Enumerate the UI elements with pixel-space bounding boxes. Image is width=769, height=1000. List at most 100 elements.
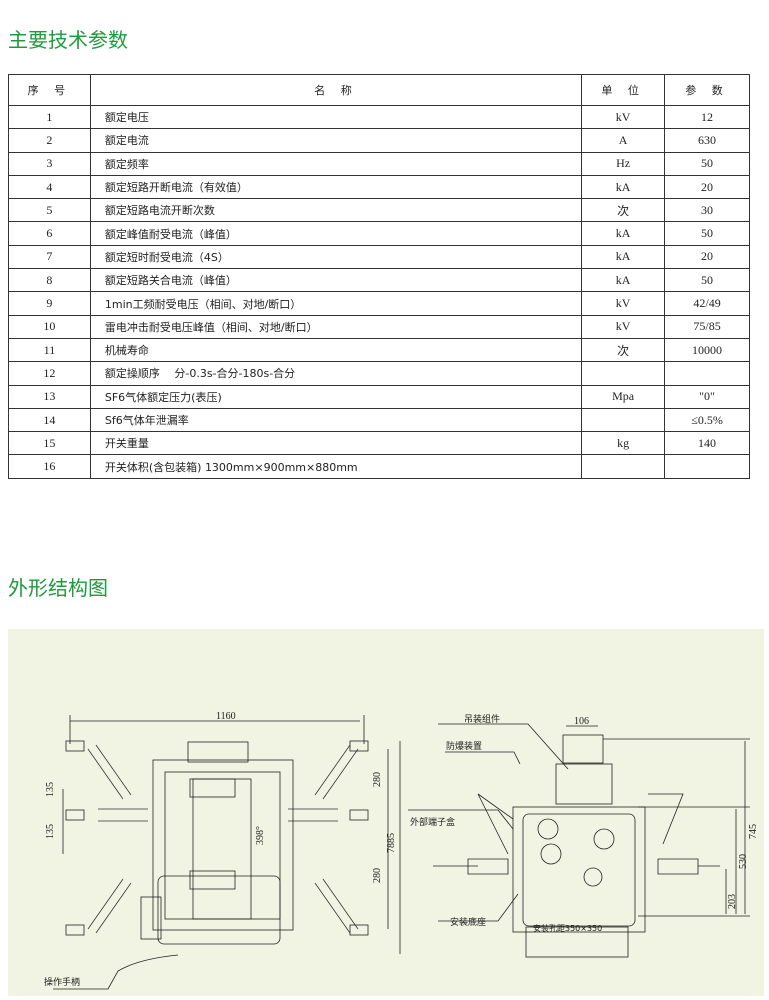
cell-name: 额定频率 <box>89 151 583 176</box>
cell-index: 6 <box>8 221 91 246</box>
cell-name: 雷电冲击耐受电压峰值（相间、对地/断口） <box>89 314 583 339</box>
cell-index: 13 <box>8 384 91 409</box>
cell-name: 额定短路开断电流（有效值） <box>89 174 583 200</box>
cell-unit: kg <box>581 431 666 456</box>
cell-index: 14 <box>8 407 91 433</box>
section-title-structure: 外形结构图 <box>8 576 108 600</box>
cell-unit <box>581 454 666 479</box>
cell-unit: 次 <box>581 337 666 363</box>
cell-index: 10 <box>8 314 91 339</box>
cell-value: 20 <box>664 174 750 200</box>
cell-index: 11 <box>8 337 91 363</box>
cell-index: 7 <box>8 244 91 270</box>
cell-name: 额定电流 <box>89 128 583 153</box>
cell-index: 2 <box>8 128 91 153</box>
cell-name: 额定短时耐受电流（4S） <box>89 244 583 270</box>
cell-value <box>664 361 750 386</box>
label-operating-handle: 操作手柄 <box>44 976 80 988</box>
dim-280-top: 280 <box>372 772 383 787</box>
cell-unit: kA <box>581 174 666 200</box>
cell-value: 42/49 <box>664 291 750 316</box>
header-name: 名 称 <box>89 74 583 106</box>
cell-value: 20 <box>664 244 750 270</box>
cell-unit: Mpa <box>581 384 666 409</box>
cell-index: 3 <box>8 151 91 176</box>
cell-value: 75/85 <box>664 314 750 339</box>
cell-name: 1min工频耐受电压（相间、对地/断口） <box>89 291 583 316</box>
cell-name: 开关体积(含包装箱) 1300mm×900mm×880mm <box>89 454 583 479</box>
cell-unit <box>581 361 666 386</box>
cell-value: 50 <box>664 151 750 176</box>
cell-index: 4 <box>8 174 91 200</box>
cell-name: 额定电压 <box>89 104 583 130</box>
cell-index: 16 <box>8 454 91 479</box>
header-index: 序 号 <box>8 74 91 106</box>
cell-unit <box>581 407 666 433</box>
cell-value: ≤0.5% <box>664 407 750 433</box>
cell-unit: kV <box>581 104 666 130</box>
cell-unit: kV <box>581 314 666 339</box>
section-title-specs: 主要技术参数 <box>8 28 128 52</box>
cell-value: 630 <box>664 128 750 153</box>
cell-name: 额定操顺序 分-0.3s-合分-180s-合分 <box>89 361 583 386</box>
dim-398: 398° <box>255 826 266 845</box>
dim-280-bottom: 280 <box>372 868 383 883</box>
label-lifting-assembly: 吊装组件 <box>464 713 500 725</box>
dim-135-top: 135 <box>45 782 56 797</box>
cell-index: 9 <box>8 291 91 316</box>
label-terminal-box: 外部端子盒 <box>410 816 455 828</box>
cell-value: 10000 <box>664 337 750 363</box>
left-view-drawing: 1160 135 135 280 280 7885 398° 操作手柄 <box>44 711 401 990</box>
cell-name: 机械寿命 <box>89 337 583 363</box>
cell-name: Sf6气体年泄漏率 <box>89 407 583 433</box>
label-mounting-base: 安装底座 <box>450 916 486 928</box>
dim-width: 1160 <box>216 711 236 722</box>
cell-unit: kA <box>581 268 666 293</box>
dim-745: 745 <box>748 824 759 839</box>
cell-unit: kV <box>581 291 666 316</box>
cell-value: 50 <box>664 268 750 293</box>
cell-value: 12 <box>664 104 750 130</box>
cell-unit: kA <box>581 244 666 270</box>
cell-value: 140 <box>664 431 750 456</box>
dim-135-bottom: 135 <box>45 824 56 839</box>
cell-name: 额定短路电流开断次数 <box>89 198 583 223</box>
header-value: 参 数 <box>664 74 750 106</box>
cell-name: 额定峰值耐受电流（峰值） <box>89 221 583 246</box>
cell-index: 12 <box>8 361 91 386</box>
dim-106: 106 <box>574 716 589 727</box>
cell-value: 30 <box>664 198 750 223</box>
cell-value: "0" <box>664 384 750 409</box>
cell-unit: kA <box>581 221 666 246</box>
dim-203: 203 <box>727 894 738 909</box>
dim-530: 530 <box>738 854 749 869</box>
cell-index: 1 <box>8 104 91 130</box>
cell-name: 开关重量 <box>89 431 583 456</box>
right-view-drawing: 吊装组件 防爆装置 外部端子盒 安装底座 安装孔距350×350 106 745… <box>408 713 759 958</box>
cell-value: 50 <box>664 221 750 246</box>
cell-index: 8 <box>8 268 91 293</box>
cell-unit: 次 <box>581 198 666 223</box>
cell-unit: A <box>581 128 666 153</box>
header-unit: 单 位 <box>581 74 666 106</box>
table-header: 序 号 名 称 单 位 参 数 <box>8 74 750 106</box>
dim-total-height: 7885 <box>386 833 397 853</box>
outline-drawing: 1160 135 135 280 280 7885 398° 操作手柄 吊装组件… <box>8 629 764 996</box>
cell-index: 5 <box>8 198 91 223</box>
